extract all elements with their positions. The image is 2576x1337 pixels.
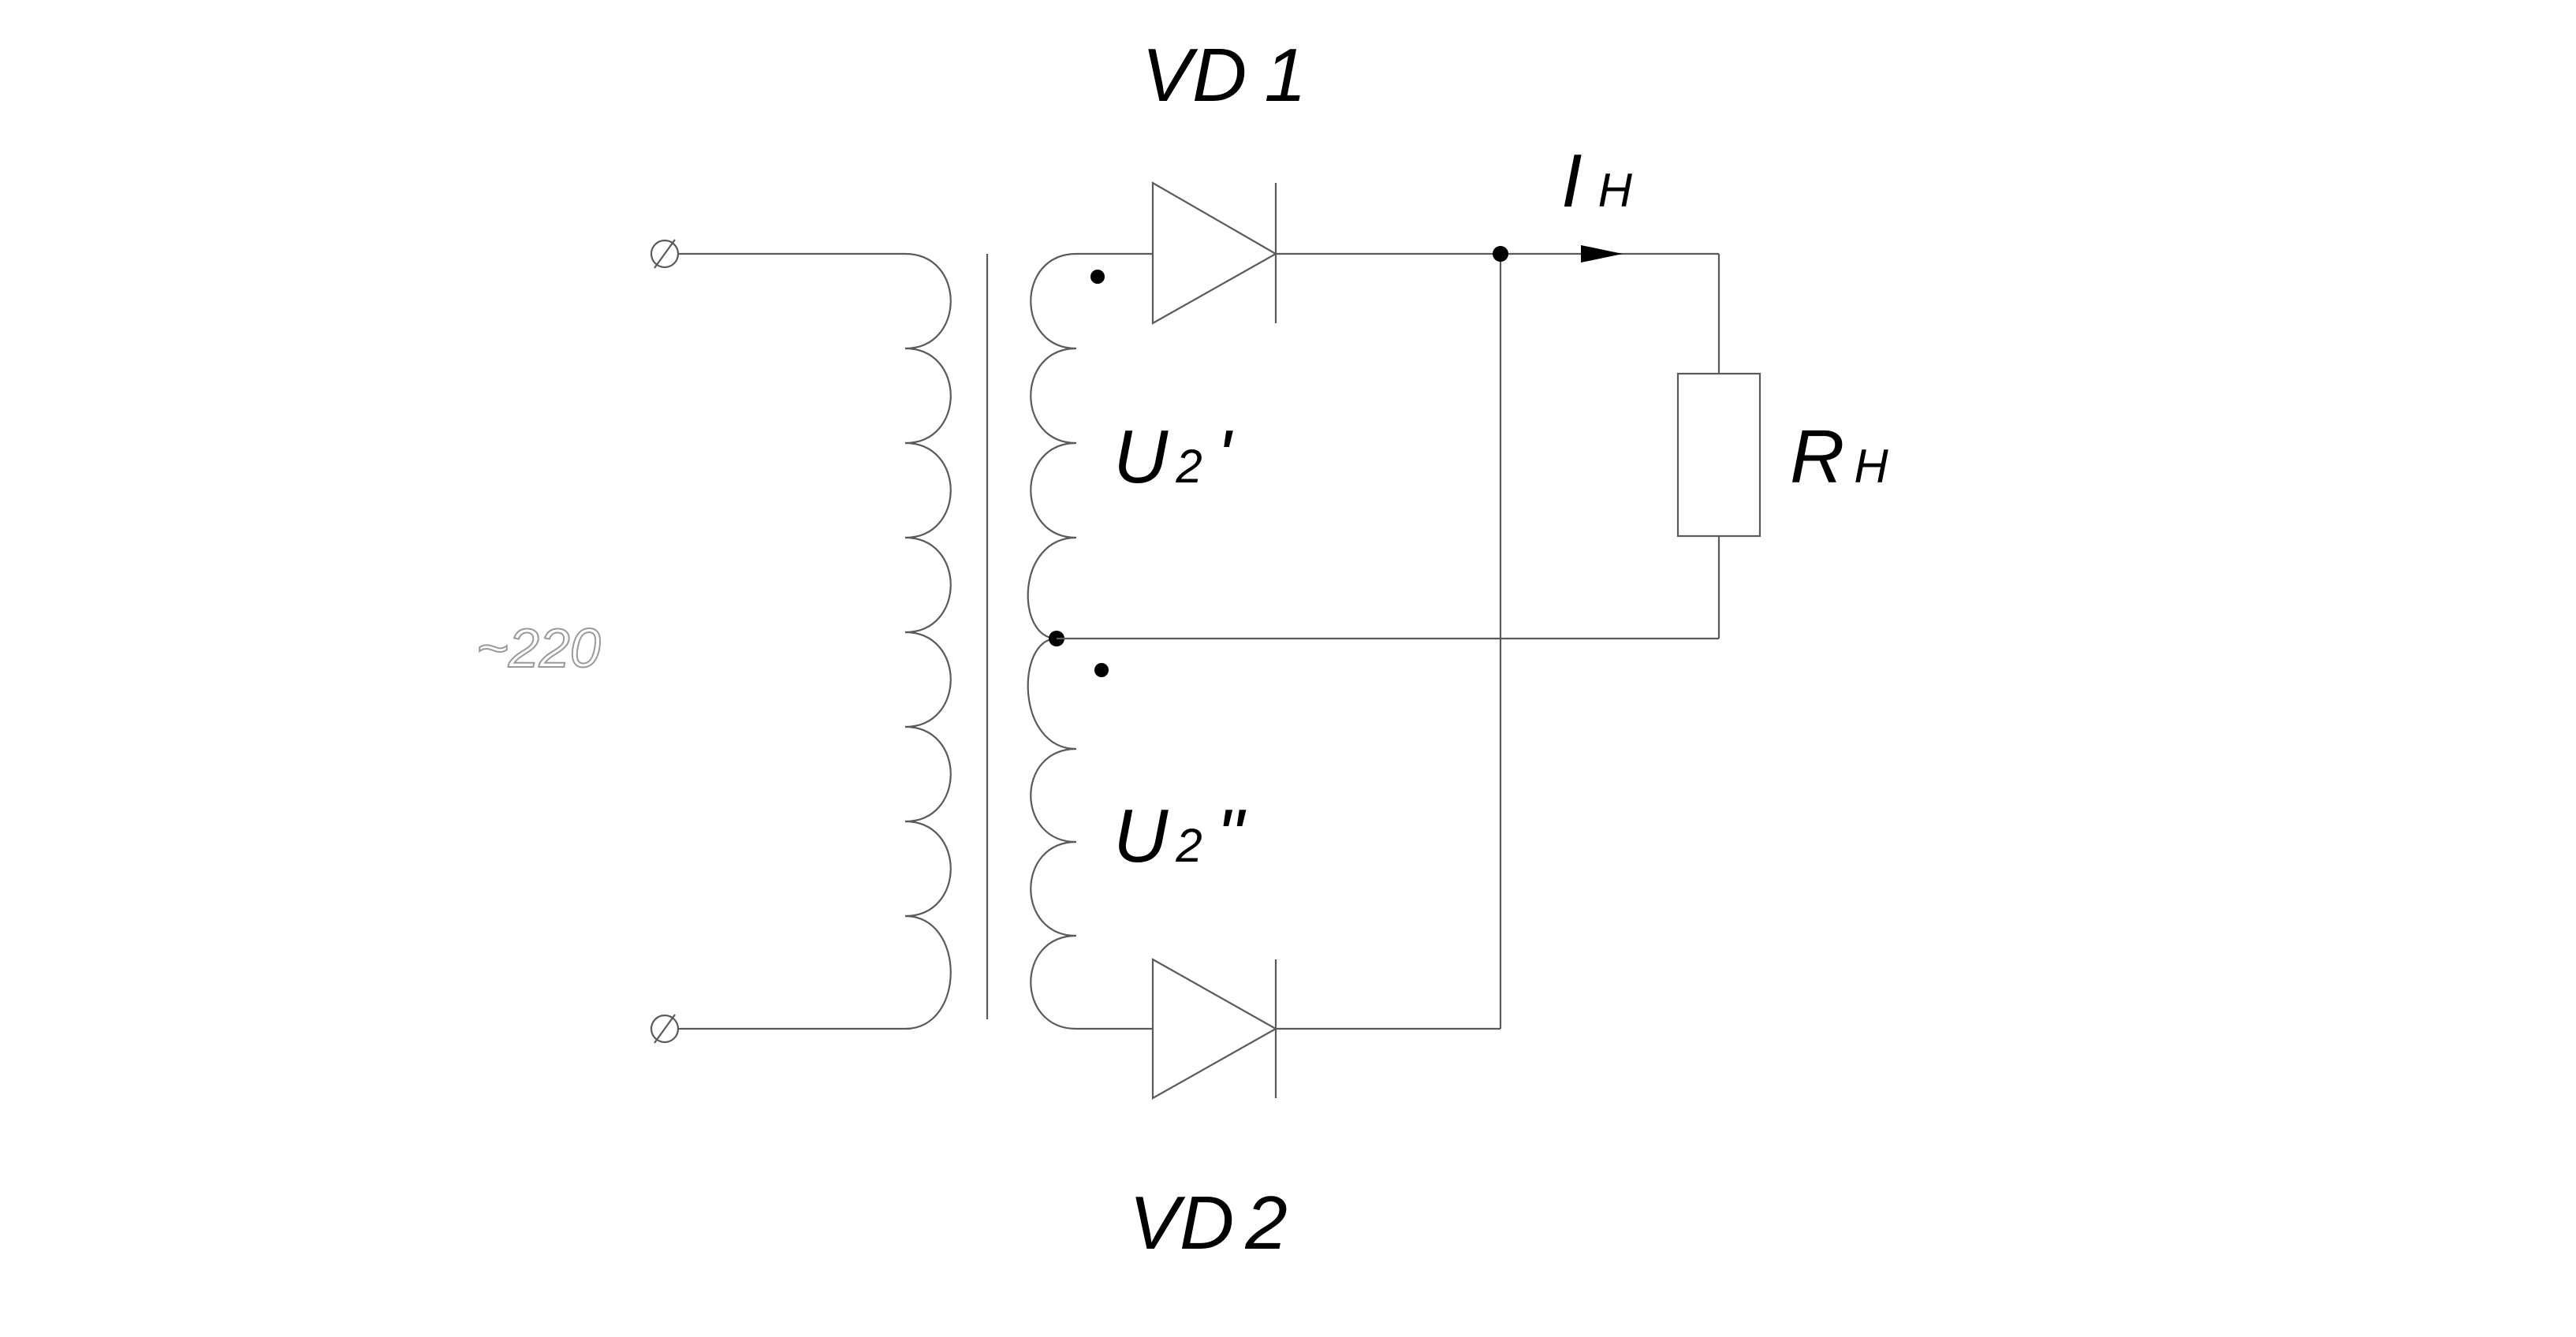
polarity-dot-upper bbox=[1090, 270, 1105, 284]
input-terminal-bottom bbox=[650, 1014, 680, 1044]
mains-voltage-label: ~220 bbox=[476, 617, 601, 679]
primary-winding bbox=[904, 252, 952, 1030]
load-resistor bbox=[1676, 372, 1761, 538]
current-arrow-icon bbox=[1581, 245, 1623, 263]
input-terminal-top bbox=[650, 239, 680, 269]
polarity-dot-lower bbox=[1094, 663, 1109, 677]
output-junction bbox=[1493, 246, 1508, 262]
secondary-winding-lower bbox=[1027, 637, 1077, 1030]
secondary-winding-upper bbox=[1027, 252, 1077, 640]
vd1-diode-body bbox=[1151, 181, 1278, 325]
vd2-diode-body bbox=[1151, 958, 1278, 1100]
